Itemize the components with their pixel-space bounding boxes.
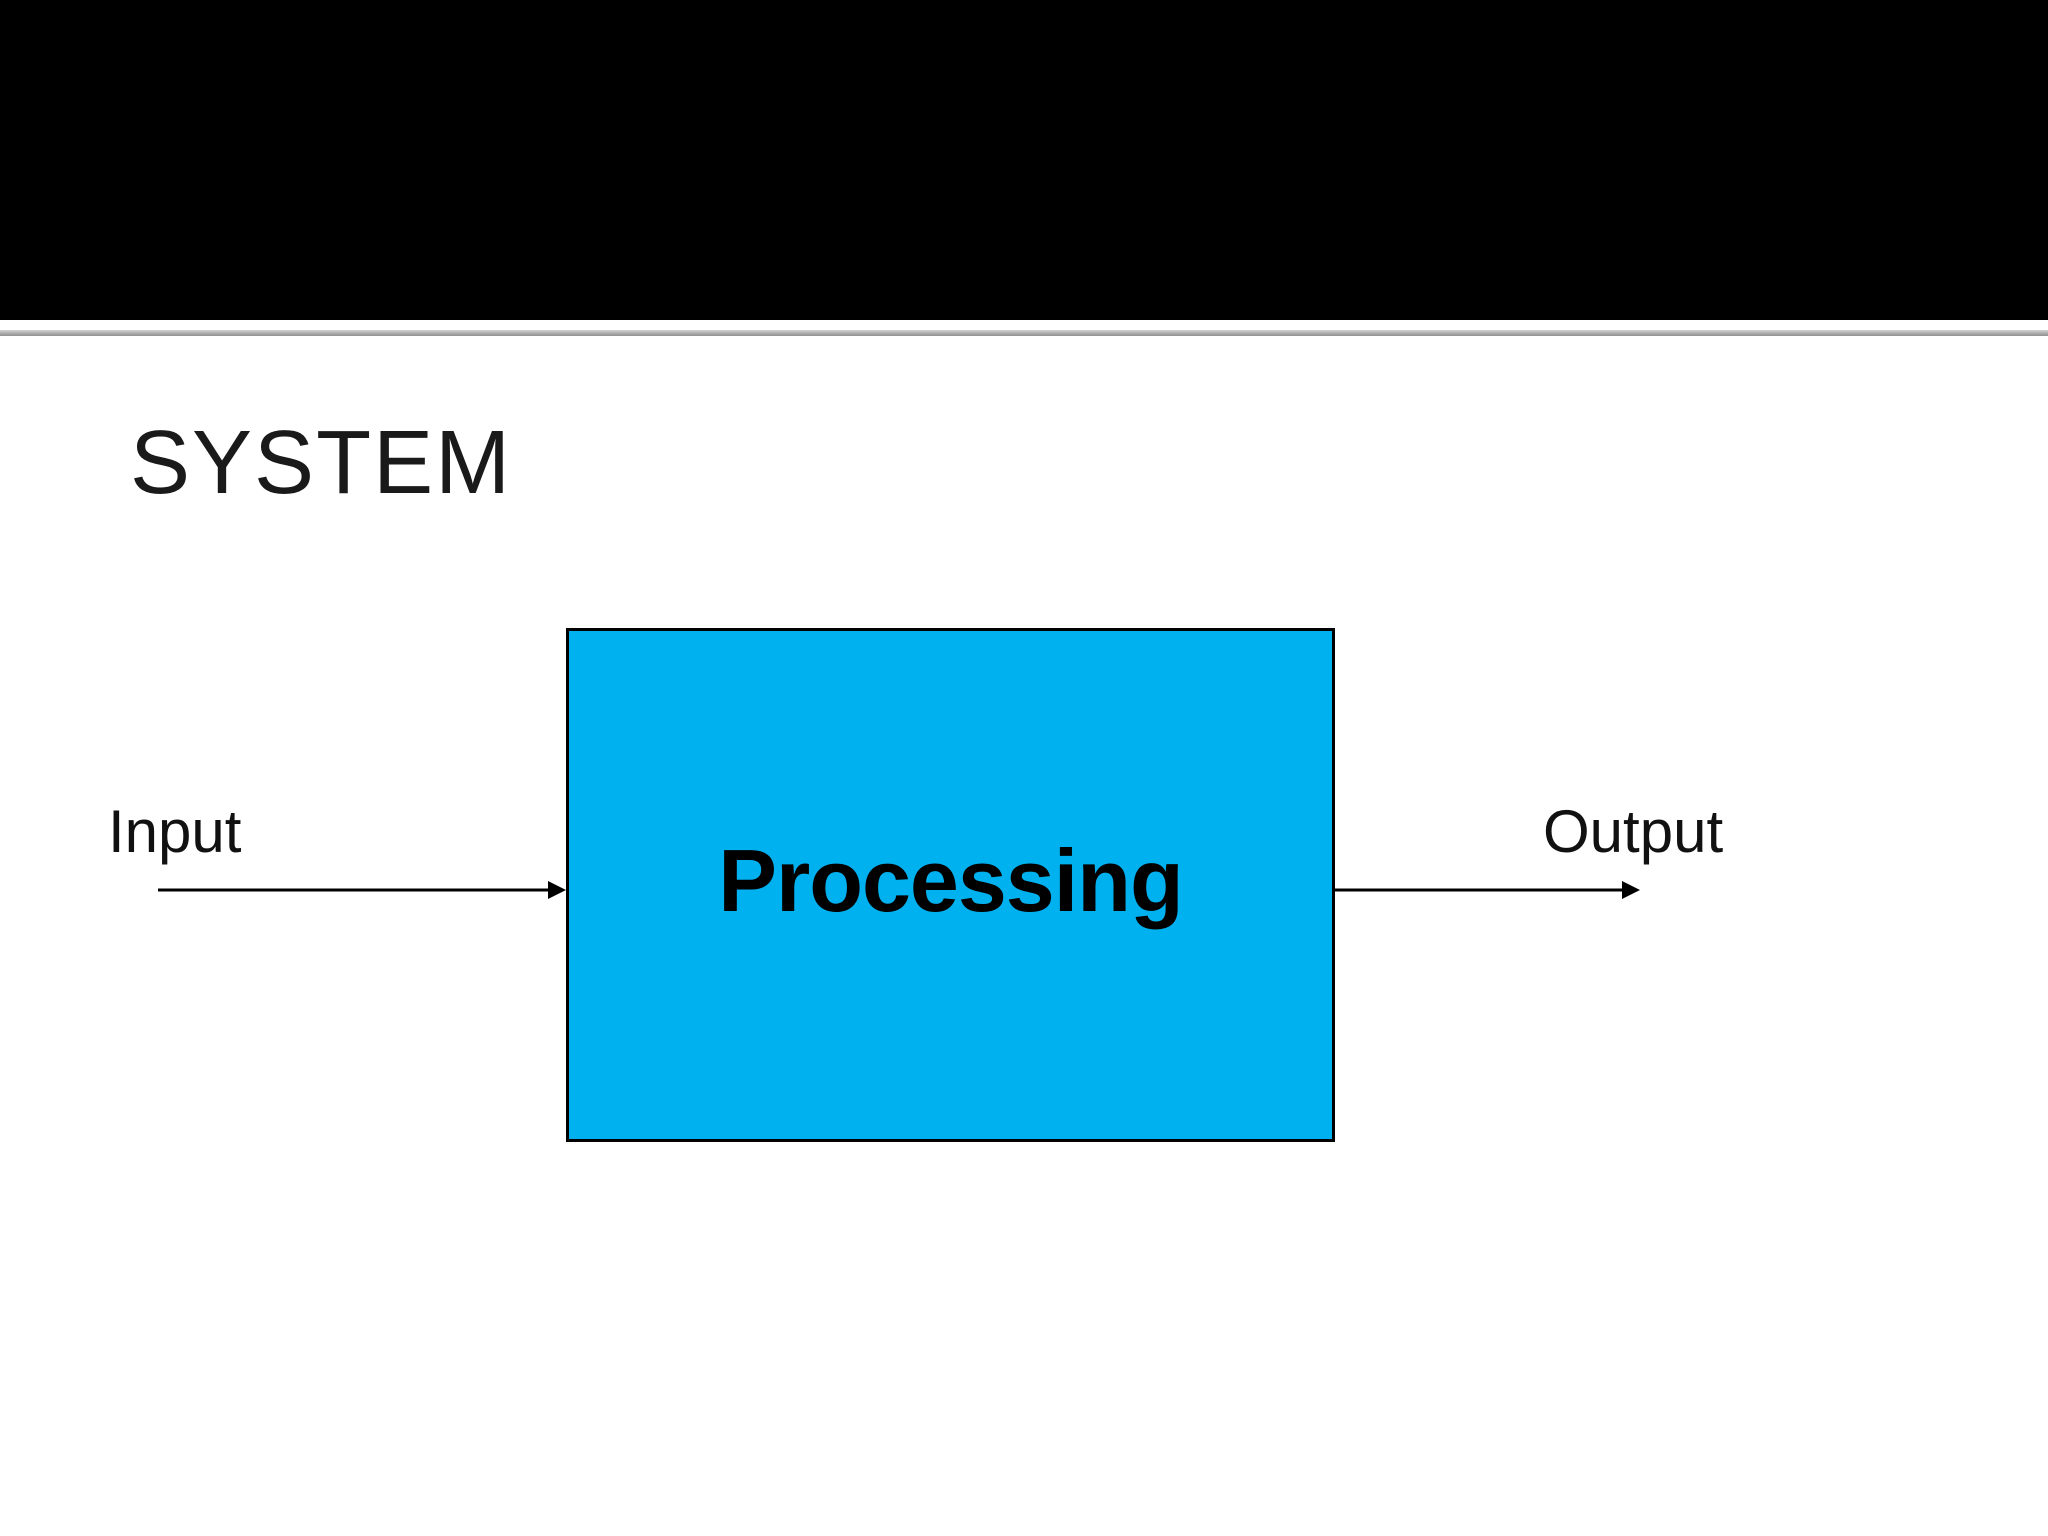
output-arrow-head-icon xyxy=(1622,881,1640,899)
slide-title: SYSTEM xyxy=(130,413,513,513)
input-arrow-head-icon xyxy=(548,881,566,899)
processing-box: Processing xyxy=(566,628,1335,1142)
output-label: Output xyxy=(1543,798,1724,865)
header-band xyxy=(0,0,2048,320)
divider-rule xyxy=(0,330,2048,336)
processing-label: Processing xyxy=(718,831,1183,930)
input-label: Input xyxy=(108,798,242,865)
